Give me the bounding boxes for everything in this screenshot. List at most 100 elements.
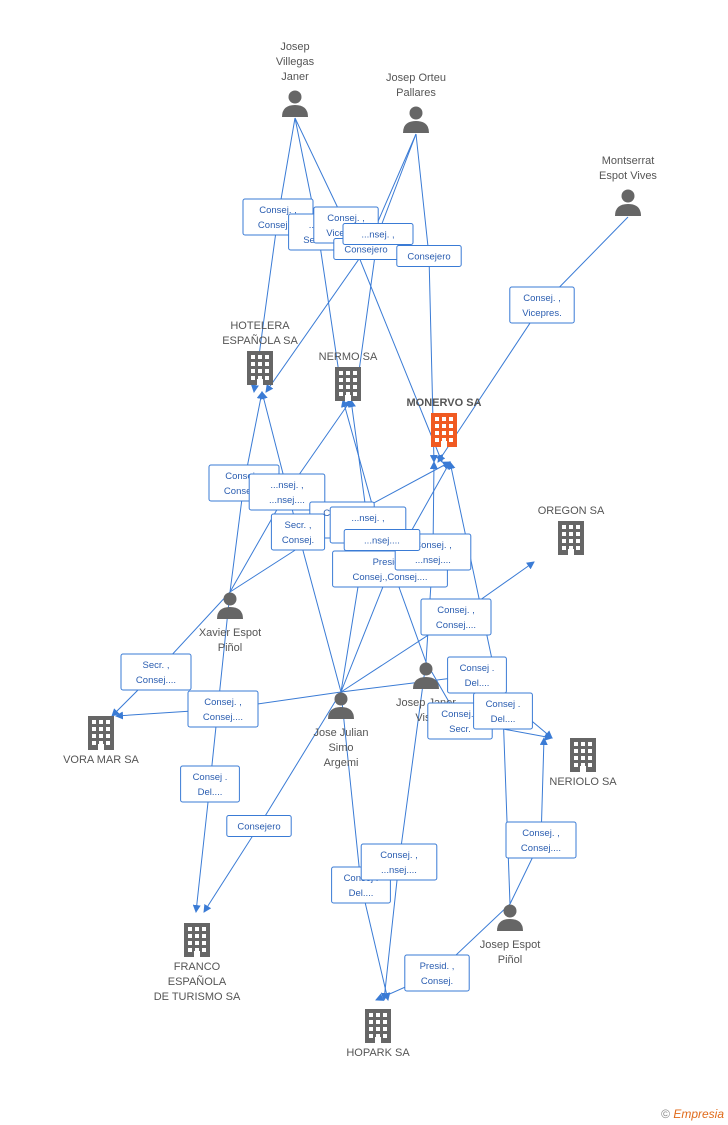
node-label: Simo (328, 742, 353, 754)
edge-label[interactable]: ...nsej.... (343, 529, 421, 551)
building-window (265, 362, 269, 366)
building-window (588, 742, 592, 746)
building-window (581, 749, 585, 753)
edge-label[interactable]: Consej. ,Consej.... (420, 598, 492, 636)
building-window (99, 727, 103, 731)
building-icon (570, 738, 596, 772)
building-window (251, 355, 255, 359)
person-icon (413, 662, 439, 689)
building-window (576, 525, 580, 529)
node-label: Piñol (218, 642, 242, 654)
edge-label[interactable]: Consej .Del.... (473, 692, 533, 730)
edge-label-text: Consejero (237, 822, 280, 833)
node-oregon[interactable]: OREGON SA (538, 505, 605, 555)
building-window (265, 376, 269, 380)
node-label: NERIOLO SA (549, 776, 617, 788)
building-window (576, 546, 580, 550)
edge-label[interactable]: Consej .Del.... (180, 765, 240, 803)
person-body (413, 677, 439, 689)
building-window (449, 417, 453, 421)
building-window (106, 720, 110, 724)
building-icon (431, 413, 457, 447)
node-label: Josep (280, 41, 309, 53)
building-window (449, 424, 453, 428)
building-window (588, 756, 592, 760)
person-icon (328, 692, 354, 719)
person-head (288, 90, 302, 104)
building-window (188, 934, 192, 938)
person-icon (615, 189, 641, 216)
node-voramar[interactable]: VORA MAR SA (63, 716, 140, 766)
edge-label[interactable]: ...nsej. , ...nsej.... (248, 473, 326, 511)
node-neriolo[interactable]: NERIOLO SA (549, 738, 617, 788)
edge-label[interactable]: Consej. ,Vicepres. (509, 286, 575, 324)
building-window (92, 734, 96, 738)
node-label: ESPAÑOLA SA (222, 334, 298, 347)
edge-label[interactable]: Consej. ,...nsej.... (360, 843, 438, 881)
person-head (223, 592, 237, 606)
building-door (580, 766, 586, 772)
building-window (353, 392, 357, 396)
building-door (257, 379, 263, 385)
building-window (369, 1034, 373, 1038)
building-icon (184, 923, 210, 957)
building-window (574, 749, 578, 753)
building-window (339, 378, 343, 382)
node-hopark[interactable]: HOPARK SA (346, 1009, 410, 1059)
edge-label[interactable]: Secr. ,Consej. (270, 513, 326, 551)
edge-label[interactable]: Presid. ,Consej. (404, 954, 470, 992)
edge-label[interactable]: ...nsej. , (342, 223, 414, 245)
person-head (621, 189, 635, 203)
edge-label-text: Vicepres. (522, 308, 561, 319)
node-label: Xavier Espot (199, 627, 261, 639)
person-body (328, 707, 354, 719)
person-icon (217, 592, 243, 619)
building-window (581, 763, 585, 767)
edge-label[interactable]: Consej. ,Consej.... (505, 821, 577, 859)
person-icon (282, 90, 308, 117)
edge-label[interactable]: Consejero (226, 815, 292, 837)
node-label: OREGON SA (538, 505, 605, 517)
edge-label-box (187, 690, 259, 728)
footer-brand[interactable]: © Empresia (661, 1107, 724, 1121)
building-window (442, 431, 446, 435)
edge-label-text: Del.... (198, 787, 223, 798)
building-window (562, 539, 566, 543)
edge-label[interactable]: Consej .Del.... (447, 656, 507, 694)
node-monervo[interactable]: MONERVO SA (407, 397, 482, 447)
edge-label[interactable]: Consej. ,Consej.... (187, 690, 259, 728)
building-window (435, 417, 439, 421)
person-head (409, 106, 423, 120)
building-window (574, 756, 578, 760)
building-window (353, 385, 357, 389)
node-label: Josep Espot (480, 939, 541, 951)
node-nermo[interactable]: NERMO SA (319, 351, 378, 401)
building-icon (247, 351, 273, 385)
edge-label-text: Consej. , (225, 471, 263, 482)
edge-label-text: ...nsej.... (269, 495, 305, 506)
building-window (339, 385, 343, 389)
edge-label-box (226, 815, 292, 837)
building-window (383, 1013, 387, 1017)
building-window (353, 371, 357, 375)
building-window (383, 1020, 387, 1024)
building-window (376, 1034, 380, 1038)
node-label: Argemi (324, 757, 359, 769)
building-window (376, 1027, 380, 1031)
building-window (369, 1027, 373, 1031)
edge-label-text: Del.... (491, 714, 516, 725)
edge-label[interactable]: Secr. ,Consej.... (120, 653, 192, 691)
edge-label[interactable]: Consejero (396, 245, 462, 267)
building-window (339, 392, 343, 396)
edge-label-text: ...nsej. , (270, 480, 303, 491)
building-window (442, 424, 446, 428)
